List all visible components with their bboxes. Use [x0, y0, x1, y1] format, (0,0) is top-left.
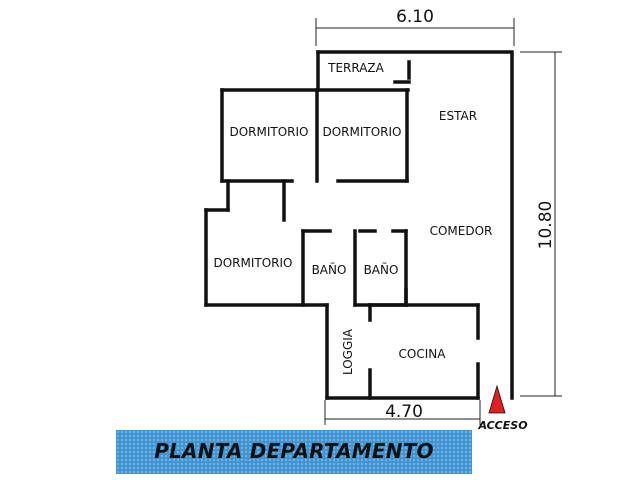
dimension-top: 6.10	[315, 7, 515, 46]
dimension-width-bottom: 4.70	[385, 402, 423, 422]
entrance-marker: ACCESO	[477, 384, 528, 430]
entrance-label: ACCESO	[477, 419, 527, 430]
page-title: PLANTA DEPARTAMENTO	[154, 439, 434, 463]
floor-plan: 6.10 10.80 4.70	[204, 7, 562, 430]
room-bano-1: BAÑO	[312, 262, 347, 277]
room-dormitorio-2: DORMITORIO	[322, 125, 401, 139]
dimension-bottom: 4.70	[324, 400, 481, 425]
room-cocina: COCINA	[399, 347, 447, 361]
room-loggia: LOGGIA	[341, 328, 355, 375]
dimension-right: 10.80	[520, 51, 562, 397]
room-comedor: COMEDOR	[430, 224, 493, 238]
walls	[204, 50, 514, 400]
entrance-arrow-icon	[488, 384, 506, 414]
room-bano-2: BAÑO	[364, 262, 399, 277]
title-banner: PLANTA DEPARTAMENTO	[116, 430, 472, 474]
room-terraza: TERRAZA	[327, 61, 385, 75]
room-dormitorio-3: DORMITORIO	[213, 256, 292, 270]
dimension-height-right: 10.80	[536, 201, 556, 250]
dimension-width-top: 6.10	[396, 7, 434, 27]
room-estar: ESTAR	[439, 109, 477, 123]
room-dormitorio-1: DORMITORIO	[229, 125, 308, 139]
